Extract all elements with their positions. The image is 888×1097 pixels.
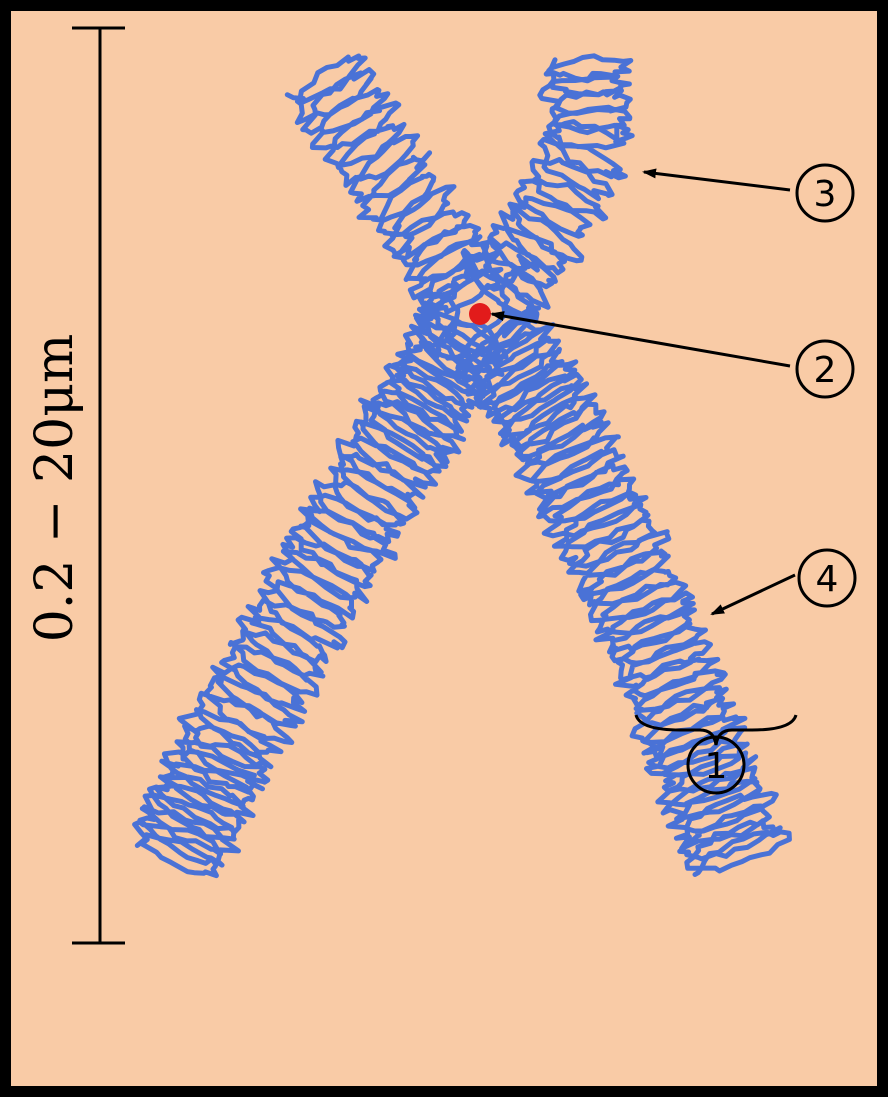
centromere [469,303,491,325]
callout-2-label: 2 [814,350,837,391]
callout-1-label: 1 [705,746,728,787]
scale-bar-label: 0.2 − 20μm [25,334,85,643]
callout-3-label: 3 [814,174,837,215]
diagram-background [6,6,882,1091]
callout-4-label: 4 [816,559,839,600]
